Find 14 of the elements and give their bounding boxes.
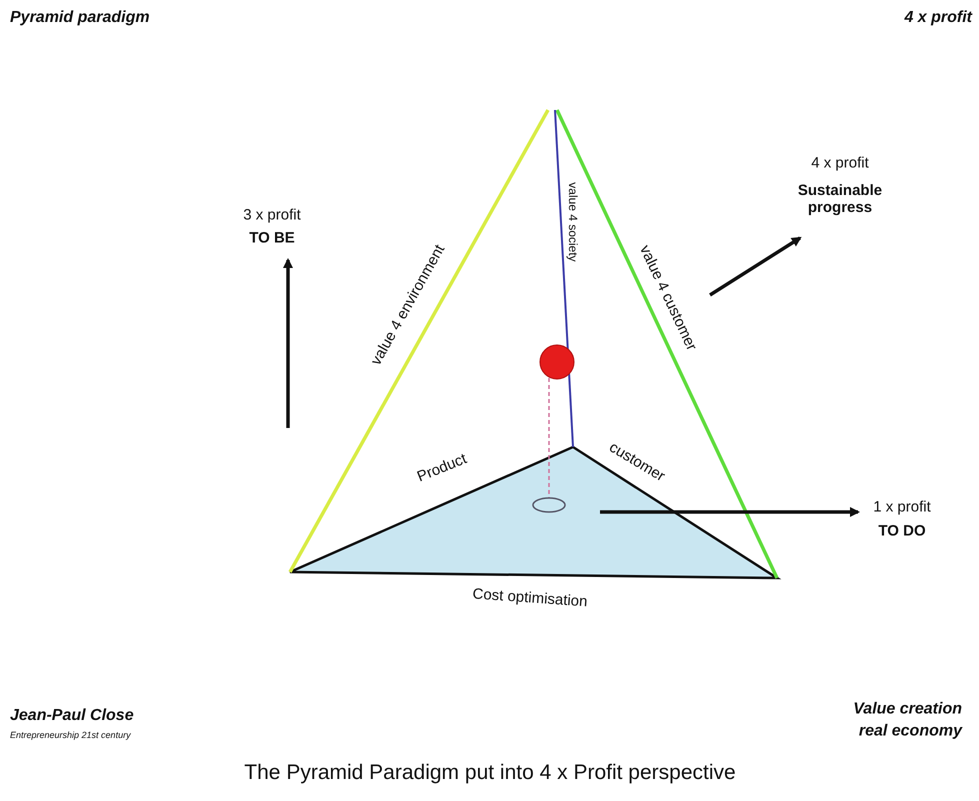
side-label: value 4 society [565, 182, 579, 262]
diagram-title: Pyramid paradigm [10, 8, 150, 28]
profit-label: 3 x profit [243, 206, 301, 224]
profit-label: 1 x profit [873, 498, 931, 516]
profit-label: TO DO [878, 522, 926, 540]
author-name: Jean-Paul Close [10, 706, 134, 726]
caption: The Pyramid Paradigm put into 4 x Profit perspective [244, 760, 736, 786]
corner-label: 4 x profit [904, 8, 972, 28]
corner-label: Value creation real economy [852, 699, 962, 741]
author-subtitle: Entrepreneurship 21st century [10, 730, 131, 740]
side-label: Cost optimisation [472, 585, 588, 611]
profit-label: 4 x profit [811, 154, 869, 172]
profit-label: TO BE [249, 229, 295, 247]
profit-label: Sustainable progress [796, 182, 884, 216]
